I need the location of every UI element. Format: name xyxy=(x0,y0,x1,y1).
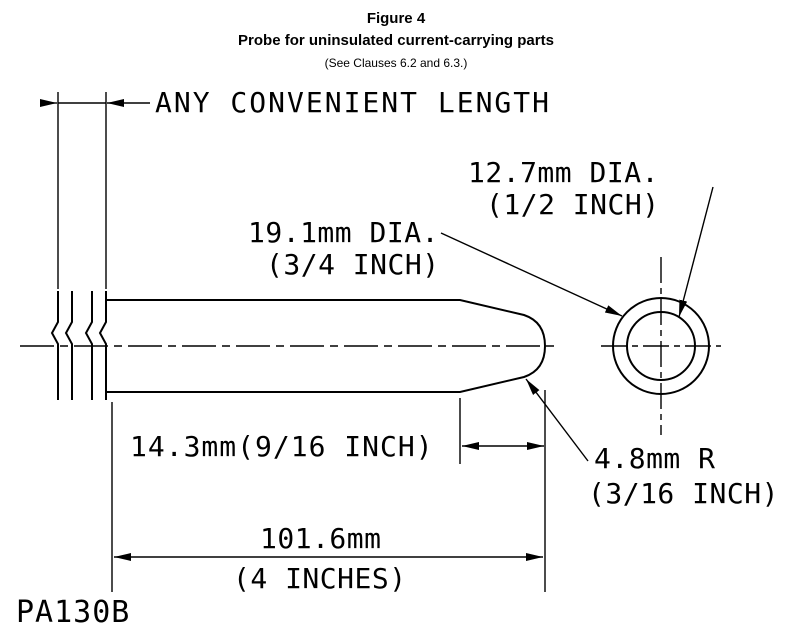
inner-diameter-metric-label: 12.7mm DIA. xyxy=(468,156,659,189)
outer-diameter-leader xyxy=(440,232,623,317)
overall-length-imperial-label: (4 INCHES) xyxy=(233,562,407,595)
overall-length-metric-label: 101.6mm xyxy=(260,522,382,555)
outer-diameter-metric-label: 19.1mm DIA. xyxy=(248,216,439,249)
break-line xyxy=(64,291,73,400)
break-line xyxy=(84,291,93,400)
figure-caption: Probe for uninsulated current-carrying p… xyxy=(238,32,554,49)
leader-lines xyxy=(440,186,714,462)
inner-diameter-imperial-label: (1/2 INCH) xyxy=(486,188,660,221)
outer-diameter-imperial-label: (3/4 INCH) xyxy=(266,248,440,281)
part-number-label: PA130B xyxy=(16,595,130,628)
figure-number: Figure 4 xyxy=(366,10,426,27)
tip-length-label: 14.3mm(9/16 INCH) xyxy=(130,430,434,463)
tip-radius-leader xyxy=(525,378,589,462)
any-convenient-length-label: ANY CONVENIENT LENGTH xyxy=(155,86,551,119)
inner-diameter-leader xyxy=(678,186,714,318)
probe-side-view xyxy=(50,291,547,400)
dimension-lines xyxy=(40,99,544,561)
tip-radius-metric-label: 4.8mm R xyxy=(594,442,716,475)
extension-lines xyxy=(57,92,546,592)
break-line xyxy=(98,291,107,400)
figure-title-block: Figure 4 Probe for uninsulated current-c… xyxy=(0,10,792,70)
figure-clause-reference: (See Clauses 6.2 and 6.3.) xyxy=(324,56,468,70)
probe-body-outline xyxy=(106,299,547,393)
centerlines xyxy=(20,257,721,435)
break-line xyxy=(50,291,59,400)
tip-radius-imperial-label: (3/16 INCH) xyxy=(588,477,779,510)
